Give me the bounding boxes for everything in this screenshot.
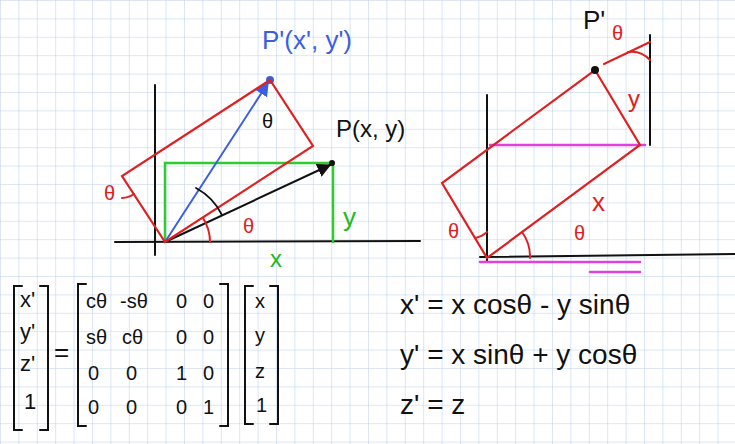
matrix-entry: 0 [126, 362, 137, 384]
length-label: x [592, 188, 605, 217]
length-label: y [343, 203, 356, 232]
vector-entry: y' [20, 320, 35, 344]
point-label: P(x, y) [336, 116, 405, 142]
matrix-entry: 0 [203, 326, 214, 348]
angle-label: θ [612, 22, 623, 44]
vector-entry: x' [20, 288, 35, 312]
matrix-entry: cθ [122, 326, 143, 348]
matrix-entry: 0 [126, 396, 137, 418]
matrix-entry: cθ [86, 290, 107, 312]
matrix-entry: sθ [86, 326, 107, 348]
matrix-entry: 0 [176, 396, 187, 418]
vector-entry: 1 [256, 394, 267, 416]
equation: z' = z [400, 390, 465, 421]
vector-entry: z [255, 360, 265, 382]
vector-entry: z' [20, 352, 35, 376]
vector-entry: y [255, 324, 265, 346]
matrix-entry: 0 [88, 362, 99, 384]
left-figure [115, 76, 420, 255]
equals-sign: = [54, 338, 69, 367]
length-label: y [628, 86, 640, 112]
matrix-entry: 0 [203, 362, 214, 384]
angle-label: θ [262, 110, 273, 132]
equation: y' = x sinθ + y cosθ [400, 340, 637, 371]
right-figure [442, 35, 735, 272]
matrix-brackets [14, 284, 278, 430]
vector-entry: x [255, 290, 265, 312]
matrix-entry: 0 [88, 396, 99, 418]
matrix-entry: 0 [176, 326, 187, 348]
matrix-entry: -sθ [120, 290, 148, 312]
angle-label: θ [104, 182, 115, 204]
angle-label: θ [574, 222, 585, 244]
point-label: P'(x', y') [262, 26, 352, 55]
matrix-entry: 0 [203, 290, 214, 312]
matrix-entry: 1 [203, 396, 214, 418]
equation: x' = x cosθ - y sinθ [400, 290, 630, 321]
angle-label: θ [448, 220, 459, 242]
matrix-entry: 0 [176, 290, 187, 312]
length-label: x [270, 246, 282, 272]
point-label: P' [583, 6, 605, 35]
vector-entry: 1 [24, 390, 36, 414]
angle-label: θ [243, 215, 254, 237]
matrix-entry: 1 [176, 362, 187, 384]
